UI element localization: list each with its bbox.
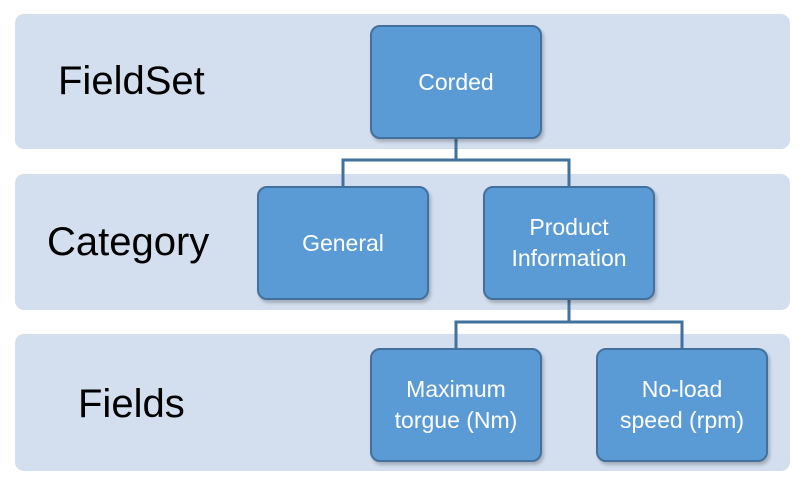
level-label-category: Category (47, 220, 210, 264)
node-corded[interactable]: Corded (370, 25, 542, 139)
node-no-load-speed[interactable]: No-load speed (rpm) (596, 348, 768, 462)
node-maximum-torque-label: Maximum torgue (Nm) (394, 376, 518, 433)
node-product-information[interactable]: Product Information (483, 186, 655, 300)
node-product-information-label: Product Information (511, 214, 627, 271)
node-corded-label: Corded (418, 68, 494, 95)
node-general[interactable]: General (257, 186, 429, 300)
node-general-label: General (302, 229, 384, 256)
level-label-fieldset: FieldSet (58, 59, 205, 103)
node-no-load-speed-label: No-load speed (rpm) (620, 376, 744, 433)
node-maximum-torque[interactable]: Maximum torgue (Nm) (370, 348, 542, 462)
level-label-fields: Fields (78, 382, 185, 426)
